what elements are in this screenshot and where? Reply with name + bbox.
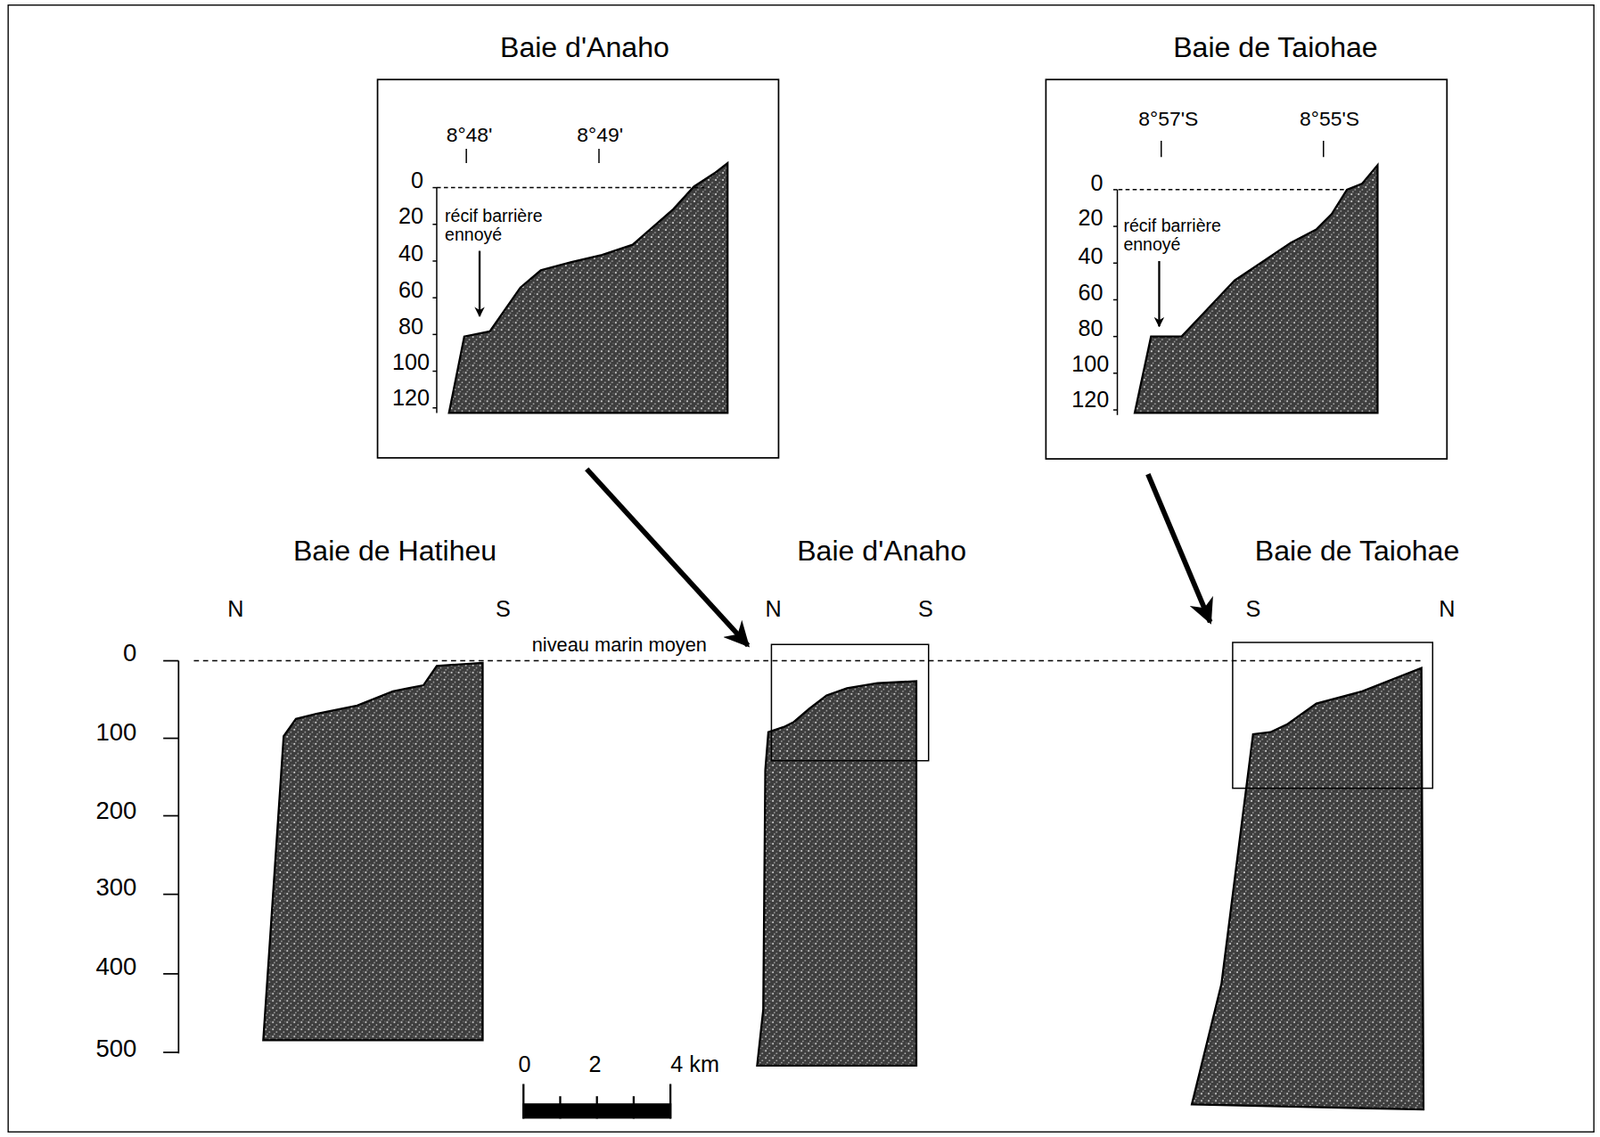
depth-value: 100 bbox=[1071, 352, 1109, 378]
inset-frame bbox=[377, 79, 780, 459]
depth-value: 40 bbox=[398, 241, 424, 267]
reef-label: récif barrière ennoyé bbox=[1123, 216, 1266, 255]
direction-label: N bbox=[1438, 597, 1455, 623]
depth-value: 60 bbox=[398, 278, 424, 304]
depth-value: 20 bbox=[398, 204, 424, 230]
depth-value: 100 bbox=[392, 350, 430, 376]
depth-value: 200 bbox=[96, 797, 138, 825]
seabed-profile bbox=[1134, 164, 1378, 413]
scale-value: 2 bbox=[588, 1052, 601, 1078]
depth-value: 60 bbox=[1078, 280, 1104, 306]
depth-axis bbox=[432, 148, 599, 413]
latitude-label: 8°57'S bbox=[1138, 107, 1198, 131]
depth-value: 500 bbox=[96, 1035, 138, 1063]
depth-value: 400 bbox=[96, 953, 138, 981]
seabed-profile bbox=[262, 663, 483, 1041]
depth-value: 40 bbox=[1078, 244, 1104, 270]
direction-label: S bbox=[918, 597, 934, 623]
depth-value: 120 bbox=[392, 385, 430, 411]
pointer-arrow bbox=[478, 251, 481, 317]
sea-level-line bbox=[1118, 188, 1347, 190]
zoom-box bbox=[1232, 642, 1433, 789]
sea-level-line bbox=[436, 187, 705, 189]
depth-value: 0 bbox=[410, 168, 424, 194]
inset-frame bbox=[1045, 79, 1447, 460]
depth-value: 300 bbox=[96, 874, 138, 902]
inset-title: Baie d'Anaho bbox=[500, 32, 670, 64]
seabed-profile bbox=[449, 163, 729, 413]
section-title: Baie d'Anaho bbox=[796, 535, 967, 567]
direction-label: S bbox=[495, 597, 511, 623]
sea-level-line bbox=[194, 660, 1424, 662]
latitude-label: 8°55'S bbox=[1299, 107, 1360, 131]
scale-value: 4 km bbox=[670, 1052, 720, 1078]
sea-level-label: niveau marin moyen bbox=[532, 634, 707, 657]
depth-axis bbox=[1113, 140, 1324, 416]
scale-bar bbox=[522, 1083, 672, 1119]
depth-axis bbox=[163, 661, 179, 1055]
outer-frame bbox=[8, 5, 1594, 1133]
depth-value: 0 bbox=[123, 640, 137, 667]
depth-value: 0 bbox=[1091, 171, 1104, 197]
inset-title: Baie de Taiohae bbox=[1173, 32, 1379, 64]
zoom-box bbox=[771, 644, 928, 761]
pointer-arrow bbox=[1157, 261, 1160, 327]
reef-label: récif barrière ennoyé bbox=[444, 206, 588, 246]
zoom-arrow bbox=[586, 468, 748, 646]
direction-label: S bbox=[1245, 597, 1261, 623]
zoom-arrow bbox=[1148, 474, 1211, 623]
section-title: Baie de Hatiheu bbox=[293, 535, 497, 567]
depth-value: 80 bbox=[398, 314, 424, 340]
direction-label: N bbox=[227, 597, 244, 623]
latitude-label: 8°49' bbox=[576, 123, 624, 147]
depth-value: 120 bbox=[1071, 387, 1109, 413]
depth-value: 100 bbox=[96, 719, 138, 747]
seabed-profile bbox=[1191, 668, 1424, 1111]
latitude-label: 8°48' bbox=[446, 123, 493, 147]
seabed-profile bbox=[756, 681, 917, 1066]
direction-label: N bbox=[765, 597, 782, 623]
depth-value: 20 bbox=[1078, 205, 1104, 231]
section-title: Baie de Taiohae bbox=[1255, 535, 1461, 567]
scale-value: 0 bbox=[517, 1052, 531, 1078]
depth-value: 80 bbox=[1078, 316, 1104, 342]
